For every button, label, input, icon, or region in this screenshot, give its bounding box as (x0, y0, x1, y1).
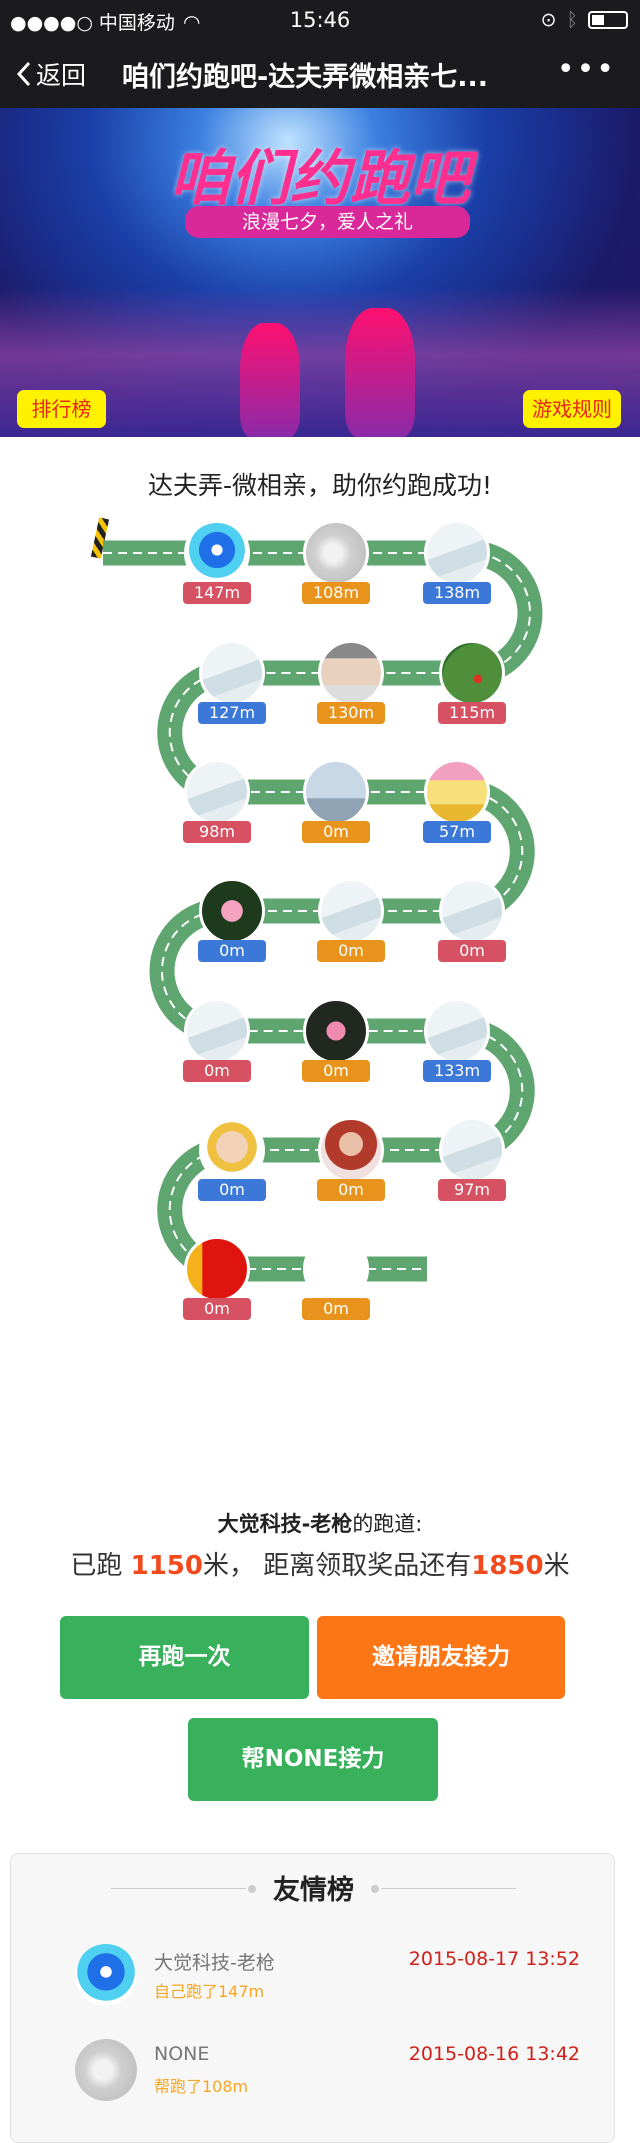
friend-detail: 帮跑了108m (154, 2077, 249, 2096)
banner-subtitle: 浪漫七夕，爱人之礼 (185, 206, 470, 238)
friend-row[interactable]: 大觉科技-老枪自己跑了147m 2015-08-17 13:52 (11, 1944, 616, 2014)
runner-avatar-placeholder[interactable] (184, 998, 250, 1064)
battery-icon (588, 11, 628, 29)
divider (381, 1888, 516, 1889)
friend-row[interactable]: NONE 帮跑了108m 2015-08-16 13:42 (11, 2039, 616, 2109)
owner-suffix: 的跑道: (352, 1512, 423, 1536)
invite-friends-button[interactable]: 邀请朋友接力 (317, 1616, 565, 1699)
chevron-left-icon (16, 61, 31, 87)
game-rules-button[interactable]: 游戏规则 (523, 390, 621, 428)
ran-suffix: 米， 距离领取奖品还有 (202, 1551, 472, 1581)
back-button[interactable]: 返回 (16, 56, 86, 92)
ranking-button[interactable]: 排行榜 (17, 390, 106, 428)
runner-avatar-placeholder[interactable] (439, 878, 505, 944)
runner-avatar-placeholder[interactable] (424, 520, 490, 586)
banner: 咱们约跑吧 浪漫七夕，爱人之礼 排行榜 游戏规则 (0, 108, 640, 437)
run-again-button[interactable]: 再跑一次 (60, 1616, 309, 1699)
runner-avatar-placeholder[interactable] (318, 878, 384, 944)
runner-avatar-lotus[interactable] (199, 878, 265, 944)
runner-avatar-lotus-dark[interactable] (303, 998, 369, 1064)
ran-distance: 1150 (130, 1551, 203, 1581)
runner-avatar-placeholder[interactable] (184, 759, 250, 825)
runner-man-silhouette (345, 308, 415, 437)
ran-prefix: 已跑 (70, 1551, 131, 1581)
friend-date: 2015-08-17 13:52 (408, 1948, 580, 1970)
runner-avatar-jd-logo[interactable] (424, 759, 490, 825)
more-menu-button[interactable]: ••• (556, 52, 616, 87)
nav-bar: 返回 咱们约跑吧-达夫弄微相亲七... ••• (0, 40, 640, 108)
runner-woman-silhouette (240, 323, 300, 437)
friend-detail: 自己跑了147m (154, 1982, 265, 2001)
friend-avatar (75, 2039, 137, 2101)
friend-name: 大觉科技-老枪 (154, 1952, 275, 1974)
runner-avatar-photo-family[interactable] (318, 640, 384, 706)
runner-avatar-placeholder[interactable] (199, 640, 265, 706)
track-owner: 大觉科技-老枪的跑道: (0, 1508, 640, 1538)
runner-avatar-placeholder[interactable] (424, 998, 490, 1064)
wifi-icon: ◠ (182, 9, 201, 34)
divider (111, 1888, 246, 1889)
runner-avatar-photo-baby[interactable] (199, 1117, 265, 1183)
page-title: 咱们约跑吧-达夫弄微相亲七... (122, 62, 488, 93)
runner-avatar-placeholder[interactable] (439, 1117, 505, 1183)
runner-avatar-frog[interactable] (439, 640, 505, 706)
runner-avatar-calligraphy[interactable] (184, 1236, 250, 1302)
friend-name: NONE (154, 2043, 210, 2065)
runner-avatar-blank[interactable] (303, 1236, 369, 1302)
remaining-distance: 1850 (471, 1551, 544, 1581)
back-label: 返回 (36, 61, 87, 90)
friend-avatar (75, 1944, 137, 2006)
distance-summary: 已跑 1150米， 距离领取奖品还有1850米 (0, 1545, 640, 1582)
clock: 15:46 (289, 8, 351, 32)
runner-avatar-photo-woman[interactable] (318, 1117, 384, 1183)
start-flag-icon (90, 517, 110, 559)
banner-title: 咱们约跑吧 (170, 144, 470, 214)
divider-dot (371, 1885, 379, 1893)
status-bar: ●●●●○ 中国移动 ◠ 15:46 ⊙ ᛒ (0, 0, 640, 40)
divider-dot (248, 1885, 256, 1893)
runner-avatar-dajue-logo[interactable] (184, 520, 250, 586)
runner-avatar-gray-heart[interactable] (303, 520, 369, 586)
help-relay-button[interactable]: 帮NONE接力 (188, 1718, 438, 1801)
rotation-lock-icon: ⊙ (540, 9, 557, 31)
owner-name: 大觉科技-老枪 (217, 1512, 353, 1536)
headline: 达夫弄-微相亲，助你约跑成功! (147, 471, 493, 500)
remaining-suffix: 米 (543, 1551, 570, 1581)
runner-avatar-photo-sky[interactable] (303, 759, 369, 825)
friend-date: 2015-08-16 13:42 (408, 2043, 580, 2065)
bluetooth-icon: ᛒ (566, 9, 578, 31)
board-title: 友情榜 (273, 1875, 354, 1906)
carrier: ●●●●○ 中国移动 (10, 12, 175, 34)
